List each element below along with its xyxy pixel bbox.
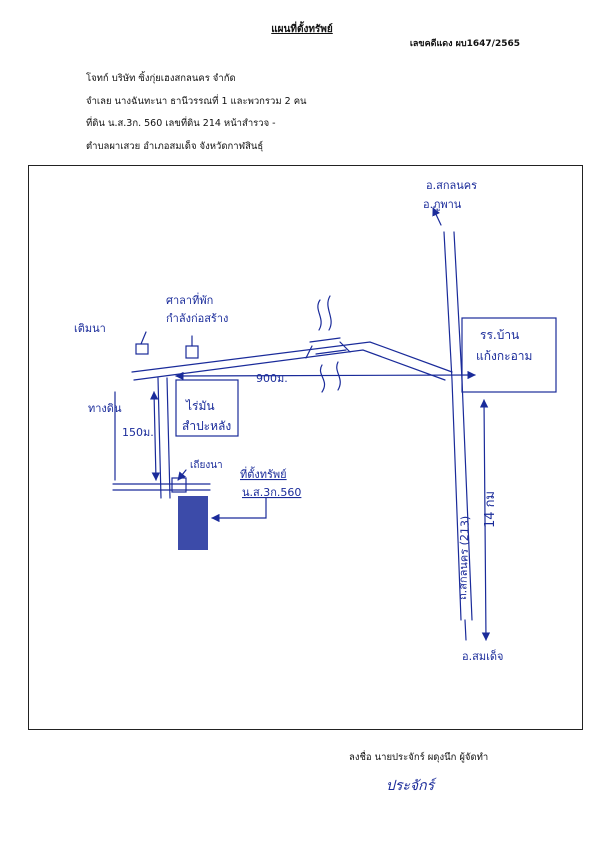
document-title: แผนที่ตั้งทรัพย์ (271, 24, 333, 35)
dirt-road-bottom (133, 349, 446, 381)
cassava-field (175, 379, 239, 437)
side-path-right (166, 377, 171, 499)
property-label-2: น.ส.3ก.560 (242, 486, 301, 499)
distance-900-label: 900ม. (256, 372, 288, 385)
school-label-1: รร.บ้าน (480, 328, 519, 342)
school-label-2: แก้งกะอาม (476, 349, 532, 363)
signer-line: ลงชื่อ นายประจักร์ ผดุงนึก ผู้จัดทำ (349, 752, 489, 763)
water-squiggle-2 (327, 295, 332, 331)
water-squiggle-1 (317, 299, 322, 331)
pavilion-box (185, 345, 199, 359)
distance-14km-label: 14 กม (483, 491, 498, 528)
pavilion-label-2: กำลังก่อสร้าง (166, 312, 228, 325)
defendant-line: จำเลย นางฉันทะนา ธานีวรรณที่ 1 และพวกรวม… (86, 96, 307, 107)
school-box (461, 317, 557, 393)
land-deed-line: ที่ดิน น.ส.3ก. 560 เลขที่ดิน 214 หน้าสำร… (86, 118, 276, 129)
highway-road-label: ถ.สกลนคร (213) (456, 516, 472, 601)
plaintiff-line: โจทก์ บริษัท ซิ้งกุ่ยเฮงสกลนคร จำกัด (86, 73, 236, 84)
to-somdet-label: อ.สมเด็จ (462, 649, 503, 663)
water-tank-label: เติมนา (74, 322, 106, 335)
north-arrow (432, 207, 442, 226)
side-path-left (157, 377, 162, 499)
cassava-label-2: สำปะหลัง (182, 419, 231, 433)
path-label: ทางดิน (88, 402, 122, 415)
to-sakon-label: อ.สกลนคร (426, 179, 477, 192)
distance-150-label: 150ม. (122, 426, 154, 439)
location-line: ตำบลผาเสวย อำเภอสมเด็จ จังหวัดกาฬสินธุ์ (86, 141, 264, 152)
signature: ประจักร์ (386, 777, 437, 794)
distance-150-arrow (149, 391, 161, 481)
distance-900-arrow (175, 370, 476, 381)
south-arrow (479, 399, 491, 641)
cassava-label-1: ไร่มัน (185, 399, 215, 413)
pavilion-label-1: ศาลาที่พัก (166, 292, 213, 307)
property-parcel (178, 496, 208, 550)
water-tank-box (135, 343, 149, 355)
case-number: เลขคดีแดง ผบ1647/2565 (409, 39, 520, 49)
property-label-1: ที่ตั้งทรัพย์ (240, 466, 287, 481)
to-phuphan-label: อ.ภูพาน (423, 198, 462, 211)
map-frame (28, 165, 583, 730)
shed-label: เถียงนา (190, 459, 223, 471)
dirt-road-top (131, 341, 453, 373)
